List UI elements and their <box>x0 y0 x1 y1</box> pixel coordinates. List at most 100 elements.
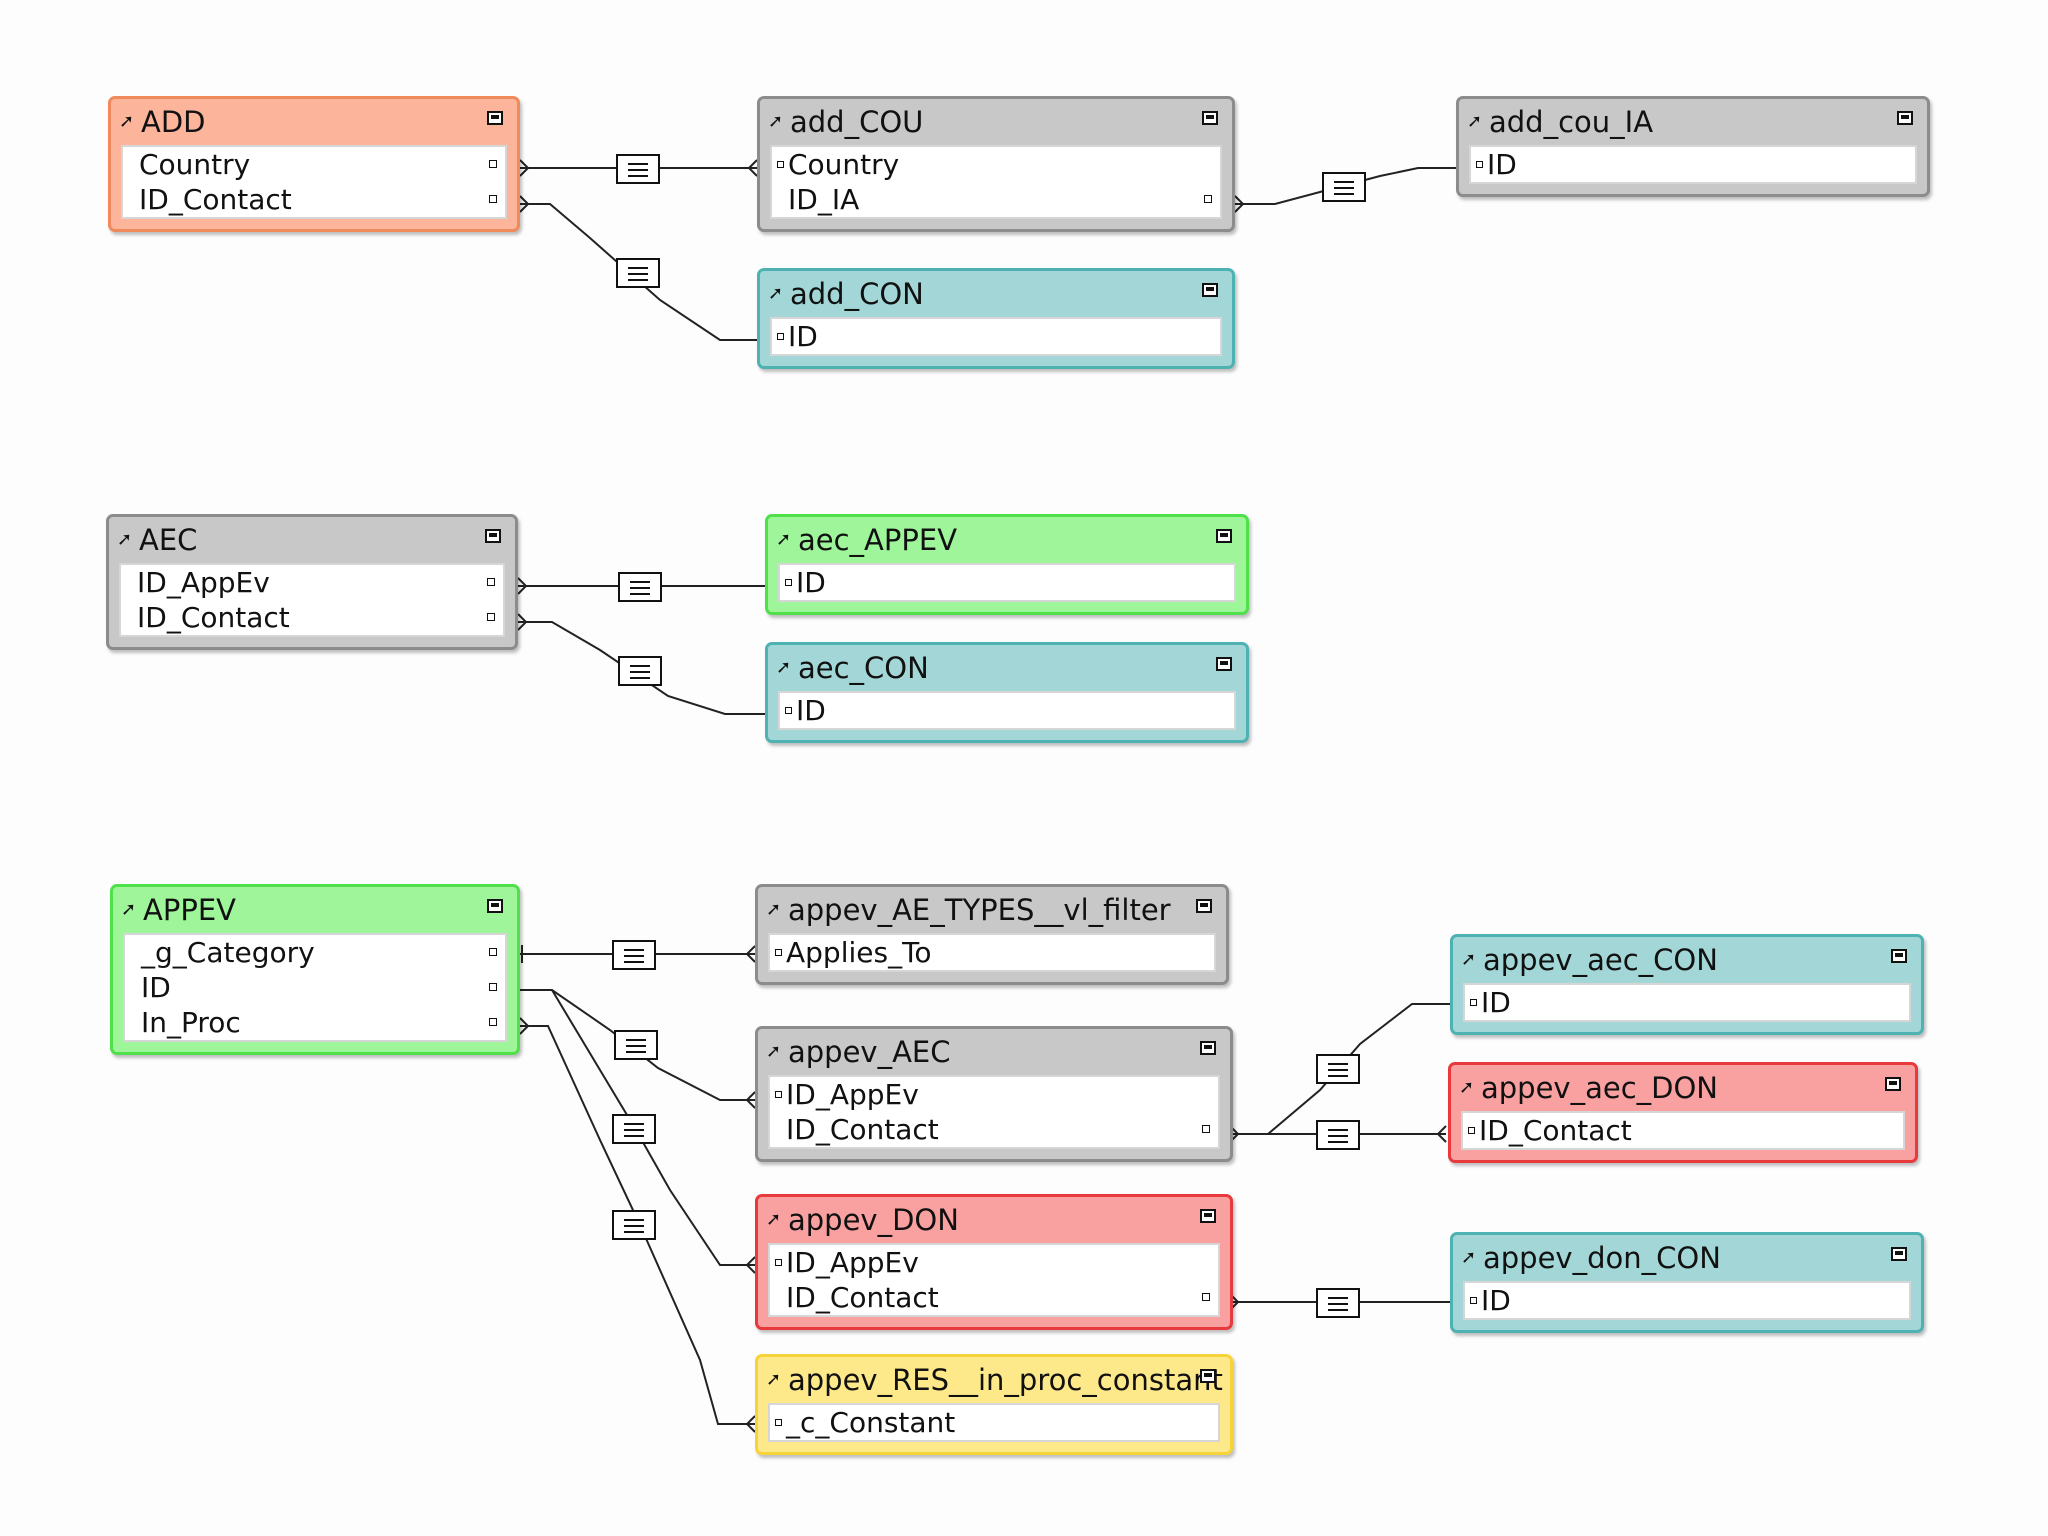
open-table-arrow-icon[interactable]: ➚ <box>776 657 792 678</box>
table-occurrence-appev_DON[interactable]: ➚ appev_DON ID_AppEv ID_Contact <box>755 1194 1233 1330</box>
field-row[interactable]: ID_Contact <box>770 1280 1218 1315</box>
open-table-arrow-icon[interactable]: ➚ <box>1461 949 1477 970</box>
collapse-table-icon[interactable] <box>1216 657 1232 671</box>
table-occurrence-ADD[interactable]: ➚ ADD Country ID_Contact <box>108 96 520 232</box>
field-row[interactable]: Country <box>772 147 1220 182</box>
relationship-marker[interactable] <box>1316 1288 1360 1318</box>
relationship-marker[interactable] <box>616 154 660 184</box>
open-table-arrow-icon[interactable]: ➚ <box>766 1209 782 1230</box>
field-list: ID <box>778 563 1236 602</box>
open-table-arrow-icon[interactable]: ➚ <box>1461 1247 1477 1268</box>
open-table-arrow-icon[interactable]: ➚ <box>768 111 784 132</box>
relationship-marker[interactable] <box>612 940 656 970</box>
open-table-arrow-icon[interactable]: ➚ <box>1467 111 1483 132</box>
field-row[interactable]: ID <box>1471 147 1915 182</box>
field-row[interactable]: ID_Contact <box>1463 1113 1903 1148</box>
field-name: _c_Constant <box>786 1406 956 1439</box>
field-row[interactable]: ID_Contact <box>770 1112 1218 1147</box>
field-row[interactable]: ID_AppEv <box>770 1077 1218 1112</box>
table-title: add_cou_IA <box>1489 105 1654 139</box>
field-list: ID <box>1463 983 1911 1022</box>
collapse-table-icon[interactable] <box>1200 1041 1216 1055</box>
collapse-table-icon[interactable] <box>1891 949 1907 963</box>
table-occurrence-aec_CON[interactable]: ➚ aec_CON ID <box>765 642 1249 743</box>
field-row[interactable]: Applies_To <box>770 935 1214 970</box>
field-row[interactable]: ID <box>780 565 1234 600</box>
field-list: ID <box>1469 145 1917 184</box>
field-list: ID_AppEv ID_Contact <box>119 563 505 637</box>
relationship-key-icon <box>1202 1293 1210 1301</box>
relationship-marker[interactable] <box>614 1030 658 1060</box>
relationship-marker[interactable] <box>616 258 660 288</box>
open-table-arrow-icon[interactable]: ➚ <box>119 111 135 132</box>
table-occurrence-appev_aec_CON[interactable]: ➚ appev_aec_CON ID <box>1450 934 1924 1035</box>
table-occurrence-appev_AE_TYPES__vl_filter[interactable]: ➚ appev_AE_TYPES__vl_filter Applies_To <box>755 884 1229 985</box>
field-row[interactable]: ID_AppEv <box>770 1245 1218 1280</box>
table-occurrence-aec_APPEV[interactable]: ➚ aec_APPEV ID <box>765 514 1249 615</box>
collapse-table-icon[interactable] <box>1200 1369 1216 1383</box>
collapse-table-icon[interactable] <box>487 111 503 125</box>
collapse-table-icon[interactable] <box>1202 283 1218 297</box>
table-header: ➚ appev_DON <box>758 1197 1230 1243</box>
field-name: ID <box>788 320 818 353</box>
field-row[interactable]: ID_IA <box>772 182 1220 217</box>
field-name: ID_Contact <box>137 601 290 634</box>
open-table-arrow-icon[interactable]: ➚ <box>121 899 137 920</box>
open-table-arrow-icon[interactable]: ➚ <box>776 529 792 550</box>
collapse-table-icon[interactable] <box>485 529 501 543</box>
table-occurrence-AEC[interactable]: ➚ AEC ID_AppEv ID_Contact <box>106 514 518 650</box>
field-row[interactable]: ID <box>125 970 505 1005</box>
table-occurrence-add_cou_IA[interactable]: ➚ add_cou_IA ID <box>1456 96 1930 197</box>
relationship-marker[interactable] <box>612 1114 656 1144</box>
table-occurrence-add_COU[interactable]: ➚ add_COU Country ID_IA <box>757 96 1235 232</box>
field-row[interactable]: _c_Constant <box>770 1405 1218 1440</box>
field-row[interactable]: Country <box>123 147 505 182</box>
table-occurrence-appev_don_CON[interactable]: ➚ appev_don_CON ID <box>1450 1232 1924 1333</box>
open-table-arrow-icon[interactable]: ➚ <box>766 1041 782 1062</box>
table-header: ➚ appev_AE_TYPES__vl_filter <box>758 887 1226 933</box>
field-row[interactable]: ID_Contact <box>121 600 503 635</box>
field-list: ID_AppEv ID_Contact <box>768 1243 1220 1317</box>
table-occurrence-appev_RES__in_proc_constant[interactable]: ➚ appev_RES__in_proc_constant _c_Constan… <box>755 1354 1233 1455</box>
collapse-table-icon[interactable] <box>1196 899 1212 913</box>
open-table-arrow-icon[interactable]: ➚ <box>768 283 784 304</box>
relationship-marker[interactable] <box>612 1210 656 1240</box>
field-list: Country ID_IA <box>770 145 1222 219</box>
relationship-marker[interactable] <box>1316 1054 1360 1084</box>
field-row[interactable]: ID <box>780 693 1234 728</box>
collapse-table-icon[interactable] <box>1202 111 1218 125</box>
open-table-arrow-icon[interactable]: ➚ <box>117 529 133 550</box>
field-row[interactable]: ID <box>1465 1283 1909 1318</box>
open-table-arrow-icon[interactable]: ➚ <box>1459 1077 1475 1098</box>
open-table-arrow-icon[interactable]: ➚ <box>766 1369 782 1390</box>
collapse-table-icon[interactable] <box>1891 1247 1907 1261</box>
field-list: ID <box>1463 1281 1911 1320</box>
relationship-marker[interactable] <box>1316 1120 1360 1150</box>
field-row[interactable]: ID_AppEv <box>121 565 503 600</box>
open-table-arrow-icon[interactable]: ➚ <box>766 899 782 920</box>
field-row[interactable]: ID <box>1465 985 1909 1020</box>
table-occurrence-add_CON[interactable]: ➚ add_CON ID <box>757 268 1235 369</box>
field-row[interactable]: ID_Contact <box>123 182 505 217</box>
table-occurrence-APPEV[interactable]: ➚ APPEV _g_Category ID In_Proc <box>110 884 520 1055</box>
field-name: ID <box>1481 1284 1511 1317</box>
collapse-table-icon[interactable] <box>1885 1077 1901 1091</box>
collapse-table-icon[interactable] <box>1216 529 1232 543</box>
table-occurrence-appev_AEC[interactable]: ➚ appev_AEC ID_AppEv ID_Contact <box>755 1026 1233 1162</box>
collapse-table-icon[interactable] <box>1200 1209 1216 1223</box>
relationship-key-icon <box>775 1259 782 1266</box>
relationship-key-icon <box>489 160 497 168</box>
relationship-marker[interactable] <box>618 572 662 602</box>
table-occurrence-appev_aec_DON[interactable]: ➚ appev_aec_DON ID_Contact <box>1448 1062 1918 1163</box>
field-name: ID <box>141 971 171 1004</box>
relationship-key-icon <box>1204 195 1212 203</box>
collapse-table-icon[interactable] <box>1897 111 1913 125</box>
field-list: Country ID_Contact <box>121 145 507 219</box>
field-row[interactable]: In_Proc <box>125 1005 505 1040</box>
relationship-marker[interactable] <box>1322 172 1366 202</box>
collapse-table-icon[interactable] <box>487 899 503 913</box>
field-row[interactable]: ID <box>772 319 1220 354</box>
field-row[interactable]: _g_Category <box>125 935 505 970</box>
relationship-marker[interactable] <box>618 656 662 686</box>
